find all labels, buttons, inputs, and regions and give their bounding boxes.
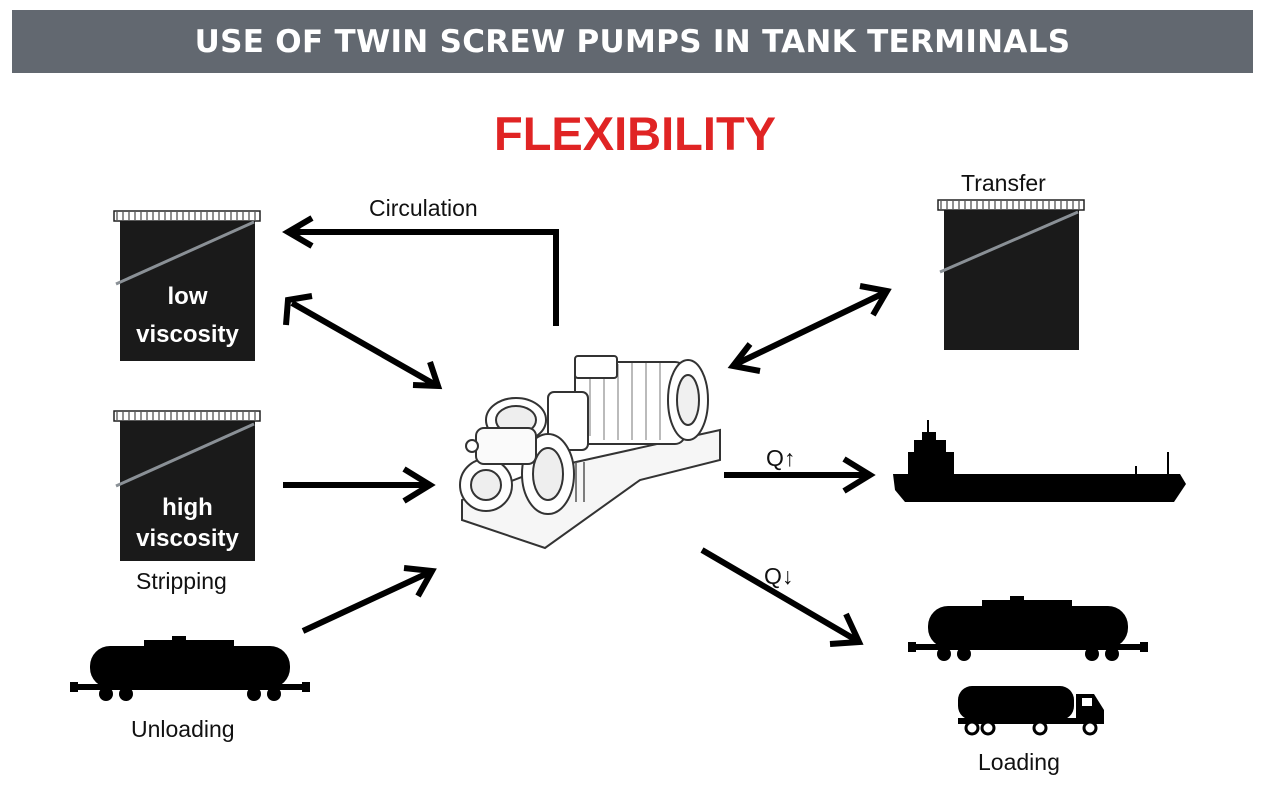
- pump-icon: [459, 355, 721, 550]
- page-title: USE OF TWIN SCREW PUMPS IN TANK TERMINAL…: [194, 23, 1071, 60]
- tank-icon-transfer: [937, 199, 1085, 350]
- arrow-high-viscosity: [283, 466, 436, 504]
- tank-high-line1: high: [162, 494, 213, 521]
- tank-high-viscosity-label: high viscosity: [120, 492, 255, 554]
- q-up-label: Q↑: [766, 445, 796, 471]
- rail-tank-car-icon-loading: [908, 596, 1148, 661]
- tank-icon-high-viscosity: [113, 410, 261, 561]
- tank-high-line2: viscosity: [136, 525, 239, 552]
- transfer-label: Transfer: [961, 170, 1046, 196]
- arrow-low-viscosity-bidirectional: [283, 293, 443, 390]
- header-bar: USE OF TWIN SCREW PUMPS IN TANK TERMINAL…: [12, 10, 1253, 73]
- tank-low-line1: low: [167, 283, 208, 310]
- arrow-circulation: [282, 215, 559, 326]
- arrow-ship-loading: [724, 456, 876, 494]
- circulation-label: Circulation: [369, 195, 478, 221]
- unloading-label: Unloading: [131, 716, 235, 742]
- tank-low-line2: viscosity: [136, 321, 239, 348]
- tank-icon-low-viscosity: [113, 210, 261, 361]
- rail-tank-car-icon-unloading: [70, 636, 310, 701]
- arrow-transfer-bidirectional: [727, 283, 892, 374]
- loading-label: Loading: [978, 749, 1060, 775]
- arrow-unloading: [301, 565, 437, 634]
- stripping-label: Stripping: [136, 568, 227, 594]
- q-down-label: Q↓: [764, 563, 794, 589]
- tanker-truck-icon: [958, 686, 1104, 736]
- subtitle: FLEXIBILITY: [494, 107, 776, 160]
- ship-icon: [893, 420, 1186, 502]
- tank-low-viscosity-label: low viscosity: [120, 278, 255, 354]
- arrow-loading: [700, 547, 864, 647]
